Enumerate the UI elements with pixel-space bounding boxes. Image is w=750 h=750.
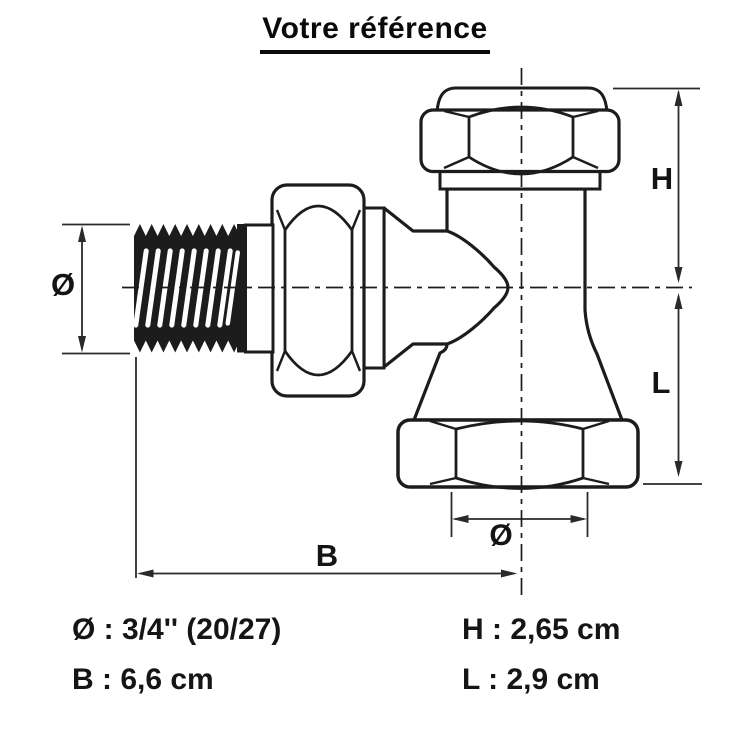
page-header: Votre référence <box>0 12 750 54</box>
plain-shank <box>244 223 275 354</box>
dim-height: H <box>613 87 700 283</box>
spec-height: H : 2,65 cm <box>462 613 621 646</box>
top-nut <box>419 105 621 176</box>
dim-label-diameter-bottom: Ø <box>489 519 512 552</box>
dim-label-width-b: B <box>316 538 338 573</box>
dim-label-length: L <box>652 365 671 400</box>
dim-width-b: B <box>135 357 518 578</box>
dim-diameter-side: Ø <box>51 223 130 355</box>
dim-label-diameter-side: Ø <box>51 267 75 302</box>
dim-length: L <box>643 293 702 485</box>
union-nut <box>270 183 366 398</box>
page-title: Votre référence <box>260 12 490 54</box>
thread-section <box>133 224 246 353</box>
bottom-nut <box>396 418 640 490</box>
dim-label-height: H <box>651 161 673 196</box>
centerlines <box>122 68 692 600</box>
spec-width: B : 6,6 cm <box>72 663 214 696</box>
spec-diameter: Ø : 3/4'' (20/27) <box>72 613 282 646</box>
dim-diameter-bottom: Ø <box>450 492 589 552</box>
top-cap <box>435 86 609 114</box>
spec-length: L : 2,9 cm <box>462 663 600 696</box>
